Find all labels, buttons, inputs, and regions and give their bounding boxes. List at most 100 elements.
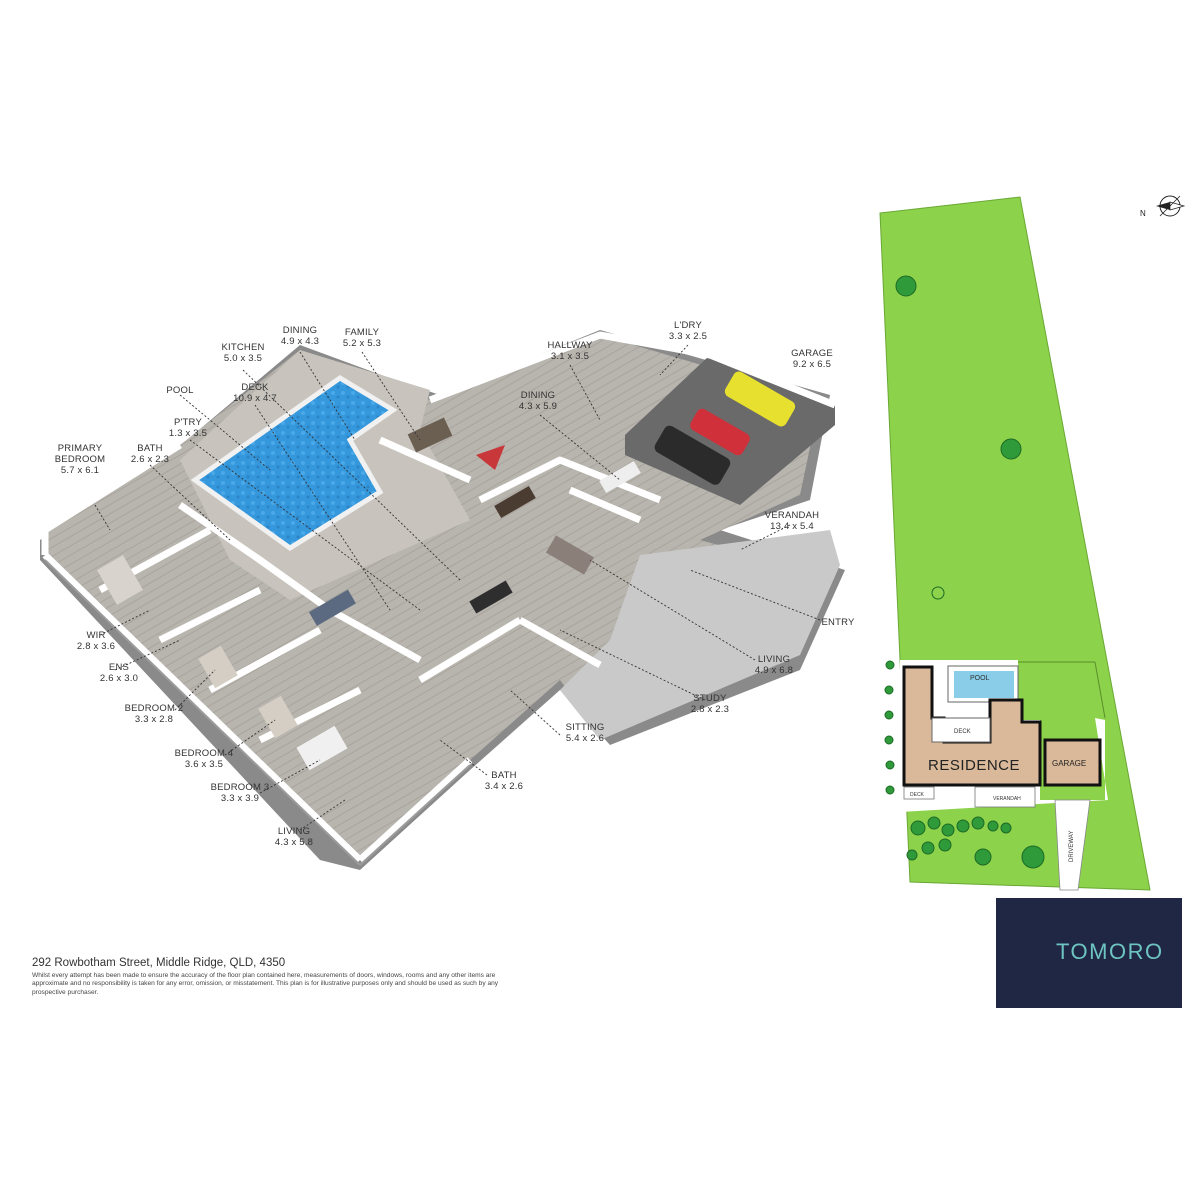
tree bbox=[987, 820, 999, 832]
site-deck bbox=[931, 717, 991, 743]
room-size: 5.4 x 2.6 bbox=[565, 733, 605, 744]
site-pool bbox=[954, 671, 1014, 698]
room-size: 5.7 x 6.1 bbox=[60, 465, 100, 476]
tree bbox=[884, 735, 894, 745]
tree bbox=[921, 841, 935, 855]
bed-2 bbox=[198, 645, 238, 689]
room-size: 3.6 x 3.5 bbox=[184, 759, 224, 770]
room-size: 3.3 x 3.9 bbox=[220, 793, 260, 804]
car-red bbox=[690, 408, 750, 456]
room-size: 4.9 x 4.3 bbox=[280, 336, 320, 347]
tree bbox=[927, 816, 941, 830]
walls bbox=[41, 331, 837, 863]
room-name: BATH bbox=[491, 770, 517, 781]
floor-plan-3d bbox=[40, 330, 845, 870]
room-size: 3.3 x 2.8 bbox=[134, 714, 174, 725]
driveway bbox=[1054, 799, 1091, 891]
bed-4 bbox=[258, 695, 298, 739]
room-name: ENS bbox=[108, 662, 130, 673]
car-black bbox=[654, 425, 731, 485]
dining-table-3 bbox=[308, 589, 356, 626]
rug-red bbox=[476, 445, 505, 470]
room-name: VERANDAH bbox=[764, 510, 820, 521]
north-label: N bbox=[1140, 209, 1146, 218]
site-deck-label: DECK bbox=[954, 729, 971, 735]
tree bbox=[895, 275, 917, 297]
leader-lines bbox=[94, 344, 821, 831]
room-size: 10.9 x 4.7 bbox=[233, 393, 277, 404]
room-size: 2.8 x 3.6 bbox=[76, 641, 116, 652]
kitchen-island bbox=[469, 580, 513, 614]
lot-boundary-2 bbox=[1094, 661, 1106, 719]
garage-footprint bbox=[1043, 738, 1102, 787]
room-size: 9.2 x 6.5 bbox=[792, 359, 832, 370]
tree bbox=[971, 816, 985, 830]
room-size: 4.9 x 6.8 bbox=[754, 665, 794, 676]
room-name: BATH bbox=[137, 443, 163, 454]
residence-label: RESIDENCE bbox=[928, 757, 1020, 774]
pool-water bbox=[190, 375, 398, 552]
room-name: POOL bbox=[166, 385, 194, 396]
driveway-label: DRIVEWAY bbox=[1069, 831, 1075, 862]
room-label-entry: ENTRY bbox=[821, 617, 854, 628]
furniture bbox=[97, 371, 796, 771]
site-deck2-label: DECK bbox=[910, 792, 925, 798]
tree bbox=[884, 685, 894, 695]
sofa-living bbox=[545, 535, 595, 575]
room-name: DINING bbox=[520, 390, 556, 401]
site-garage-label: GARAGE bbox=[1052, 759, 1086, 768]
bed-3 bbox=[296, 725, 348, 771]
wall-shadows bbox=[44, 559, 471, 866]
room-name: HALLWAY bbox=[547, 340, 593, 351]
site-verandah-label: VERANDAH bbox=[993, 796, 1021, 802]
trees bbox=[884, 275, 1045, 869]
room-size: 5.2 x 5.3 bbox=[342, 338, 382, 349]
room-size: 3.3 x 2.5 bbox=[668, 331, 708, 342]
room-name: LIVING bbox=[757, 654, 791, 665]
property-address: 292 Rowbotham Street, Middle Ridge, QLD,… bbox=[32, 957, 286, 969]
car-yellow bbox=[724, 371, 796, 427]
room-size: 3.1 x 3.5 bbox=[550, 351, 590, 362]
room-name: BEDROOM 2 bbox=[124, 703, 184, 714]
room-size: 4.3 x 5.9 bbox=[518, 401, 558, 412]
room-name: PRIMARY BEDROOM bbox=[54, 443, 106, 465]
tree bbox=[1000, 822, 1012, 834]
dining-table-1 bbox=[494, 485, 536, 519]
tree bbox=[885, 760, 895, 770]
brand-logo-panel bbox=[996, 898, 1182, 1008]
site-pool-label: POOL bbox=[970, 675, 990, 682]
room-name: BEDROOM 3 bbox=[210, 782, 270, 793]
room-size: 5.0 x 3.5 bbox=[223, 353, 263, 364]
tree bbox=[906, 849, 918, 861]
tree bbox=[910, 820, 926, 836]
tree bbox=[884, 710, 894, 720]
site-plan: POOL DECK RESIDENCE GARAGE DECK VERANDAH… bbox=[879, 195, 1186, 891]
room-name: WIR bbox=[86, 630, 106, 641]
north-arrow-icon bbox=[1156, 195, 1186, 217]
room-name: FAMILY bbox=[344, 327, 380, 338]
tree bbox=[974, 848, 992, 866]
room-name: GARAGE bbox=[791, 348, 833, 359]
tree bbox=[1000, 438, 1022, 460]
room-name: DECK bbox=[241, 382, 269, 393]
dining-table-2 bbox=[599, 460, 641, 494]
room-size: 2.6 x 3.0 bbox=[99, 673, 139, 684]
room-name: L'DRY bbox=[674, 320, 702, 331]
